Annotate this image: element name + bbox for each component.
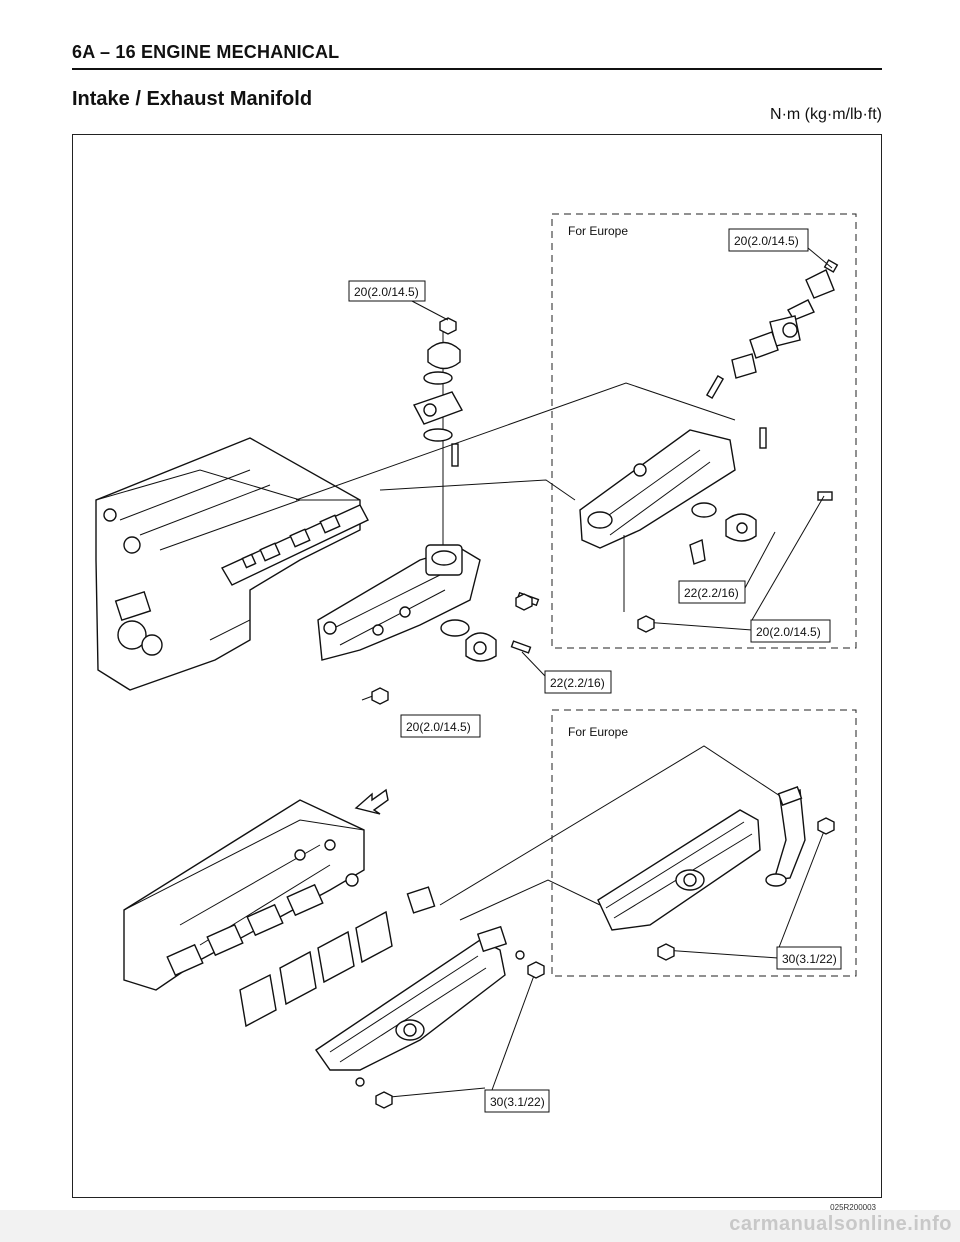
- europe-intake-assembly: [579, 427, 833, 565]
- cylinder-head-lower: [123, 799, 365, 991]
- egr-valve: [440, 591, 540, 662]
- europe-exhaust-manifold: [597, 786, 806, 931]
- europe-lower-region: [551, 709, 857, 977]
- torque-callout-intake-manifold-nut: 20(2.0/14.5): [400, 714, 481, 738]
- intake-manifold: [317, 544, 481, 661]
- figure-code: 025R200003: [830, 1203, 876, 1212]
- torque-callout-egr-bolt: 22(2.2/16): [544, 670, 612, 694]
- torque-label: 20(2.0/14.5): [756, 625, 821, 639]
- figure-frame: [72, 134, 882, 1198]
- torque-callout-egr-valve-nut: 20(2.0/14.5): [348, 280, 426, 302]
- page-title: Intake / Exhaust Manifold: [72, 88, 313, 110]
- torque-callout-europe-bolt: 22(2.2/16): [678, 580, 746, 604]
- torque-callout-europe-manifold-bolt: 20(2.0/14.5): [750, 619, 831, 643]
- section-heading: 6A – 16 ENGINE MECHANICAL: [72, 42, 340, 62]
- torque-units: N·m (kg·m/lb·ft): [770, 106, 882, 123]
- page-header: 6A – 16 ENGINE MECHANICAL: [72, 40, 882, 70]
- exhaust-gaskets: [239, 886, 436, 1028]
- front-direction-arrow-icon: [354, 788, 389, 815]
- torque-label: 20(2.0/14.5): [406, 720, 471, 734]
- hex-nuts-lower: [375, 817, 835, 1109]
- europe-egr-stack: [705, 259, 839, 399]
- lower-leader-lines: [389, 745, 827, 1098]
- torque-label: 20(2.0/14.5): [354, 285, 419, 299]
- torque-label: 22(2.2/16): [550, 676, 605, 690]
- europe-upper-region: [551, 213, 857, 649]
- exhaust-manifold: [315, 925, 525, 1087]
- note-for-europe-lower: For Europe: [568, 725, 628, 739]
- torque-label: 20(2.0/14.5): [734, 234, 799, 248]
- torque-label: 30(3.1/22): [490, 1095, 545, 1109]
- footer-bar: carmanualsonline.info: [0, 1210, 960, 1242]
- torque-label: 22(2.2/16): [684, 586, 739, 600]
- torque-callout-europe-egr-nut: 20(2.0/14.5): [728, 228, 809, 252]
- cylinder-head-upper: [95, 437, 361, 691]
- upper-leader-lines: [295, 247, 833, 701]
- intake-gasket-upper: [221, 504, 369, 586]
- egr-valve-stack: [412, 317, 464, 545]
- torque-callout-exhaust-manifold-nut: 30(3.1/22): [484, 1089, 550, 1113]
- torque-callout-europe-exhaust-nut: 30(3.1/22): [776, 946, 842, 970]
- note-for-europe-upper: For Europe: [568, 224, 628, 238]
- hex-nuts-upper: [371, 593, 655, 705]
- watermark: carmanualsonline.info: [729, 1213, 952, 1235]
- torque-label: 30(3.1/22): [782, 952, 837, 966]
